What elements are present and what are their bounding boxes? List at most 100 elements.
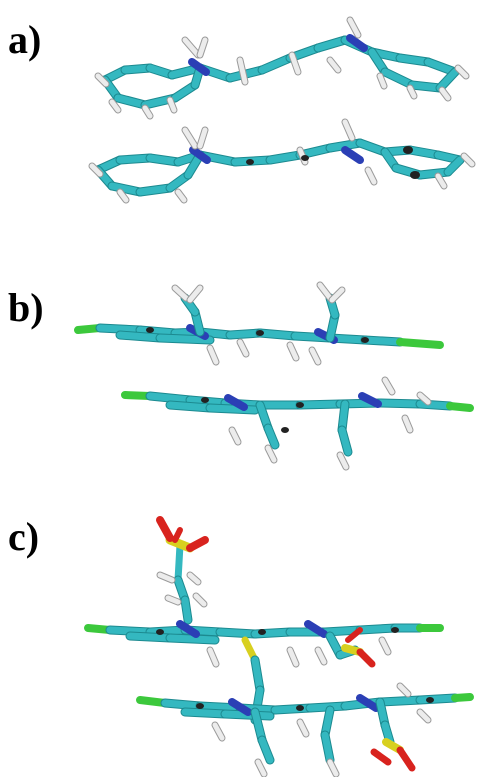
bond [408, 81, 444, 92]
bond [341, 146, 364, 164]
bond [229, 427, 241, 445]
bond [326, 139, 364, 152]
ring-end [258, 629, 266, 635]
bond [228, 698, 252, 716]
bond [376, 399, 424, 408]
bond [342, 119, 355, 141]
ring-end [201, 397, 209, 403]
bond [181, 596, 192, 624]
bond [167, 97, 177, 113]
ring-end [256, 330, 264, 336]
bond [224, 394, 248, 411]
ring-end [296, 705, 304, 711]
bond [337, 452, 349, 470]
bond [226, 329, 264, 339]
bond [287, 647, 299, 667]
bond [381, 721, 394, 746]
bond [146, 626, 189, 636]
bond [142, 105, 153, 119]
bond [379, 637, 391, 655]
ring-end [426, 697, 434, 703]
ring-end [146, 327, 154, 333]
bond [382, 377, 395, 395]
bond [181, 708, 229, 718]
bond [196, 702, 244, 712]
bond [327, 759, 339, 777]
bond [237, 339, 249, 357]
ring-end [281, 427, 289, 433]
bond [416, 694, 459, 704]
bond [356, 648, 376, 668]
molecule-dimer-a [88, 16, 476, 204]
bond [212, 722, 225, 741]
bond [258, 736, 274, 764]
bond [136, 184, 174, 196]
bond [296, 400, 344, 409]
bond [417, 392, 431, 405]
bond [116, 331, 164, 342]
bond [216, 628, 259, 638]
bond [258, 54, 294, 74]
bond [317, 282, 333, 301]
panel-label-b: b) [8, 285, 44, 330]
bond [407, 85, 417, 99]
bond [255, 759, 267, 777]
bond [189, 146, 211, 164]
bond [157, 572, 175, 583]
bond [439, 87, 451, 101]
bond [416, 168, 452, 179]
bond [396, 746, 416, 772]
bond [182, 127, 198, 149]
ring-end [196, 703, 204, 709]
bond [338, 426, 352, 456]
bond [175, 189, 187, 203]
bond [329, 287, 345, 303]
bond [117, 189, 129, 203]
ring-end [361, 337, 369, 343]
bond [187, 285, 203, 303]
bond [95, 73, 109, 87]
bond [327, 57, 341, 73]
bond [156, 334, 214, 344]
bond [108, 182, 144, 196]
bond [161, 699, 204, 710]
bond [174, 541, 184, 584]
bond [358, 392, 382, 408]
bond [176, 620, 200, 638]
bond [416, 400, 454, 410]
bond [187, 572, 201, 585]
bond [309, 347, 321, 365]
bond [455, 65, 469, 79]
bond [136, 326, 179, 337]
bond [188, 58, 210, 76]
bond [207, 345, 219, 365]
bond [89, 163, 103, 177]
bond [346, 34, 368, 52]
ring-end [156, 629, 164, 635]
bond [106, 626, 154, 636]
bond [172, 527, 183, 543]
bond [264, 424, 279, 449]
bond [451, 693, 474, 702]
bond [197, 127, 208, 149]
bond [396, 338, 444, 349]
bond [356, 624, 399, 634]
bond [417, 709, 431, 723]
bond [126, 632, 174, 642]
bond [435, 173, 447, 189]
bond [114, 94, 149, 109]
bond [356, 694, 380, 712]
bond [436, 68, 459, 92]
bond [381, 68, 416, 89]
ring-end [410, 171, 420, 179]
ring-end [296, 402, 304, 408]
bond [166, 401, 214, 412]
bond [345, 627, 363, 643]
bond [256, 329, 299, 340]
bond [370, 748, 392, 766]
bond [146, 154, 182, 166]
bond [193, 593, 207, 607]
bond [207, 647, 219, 667]
bond [96, 324, 144, 334]
